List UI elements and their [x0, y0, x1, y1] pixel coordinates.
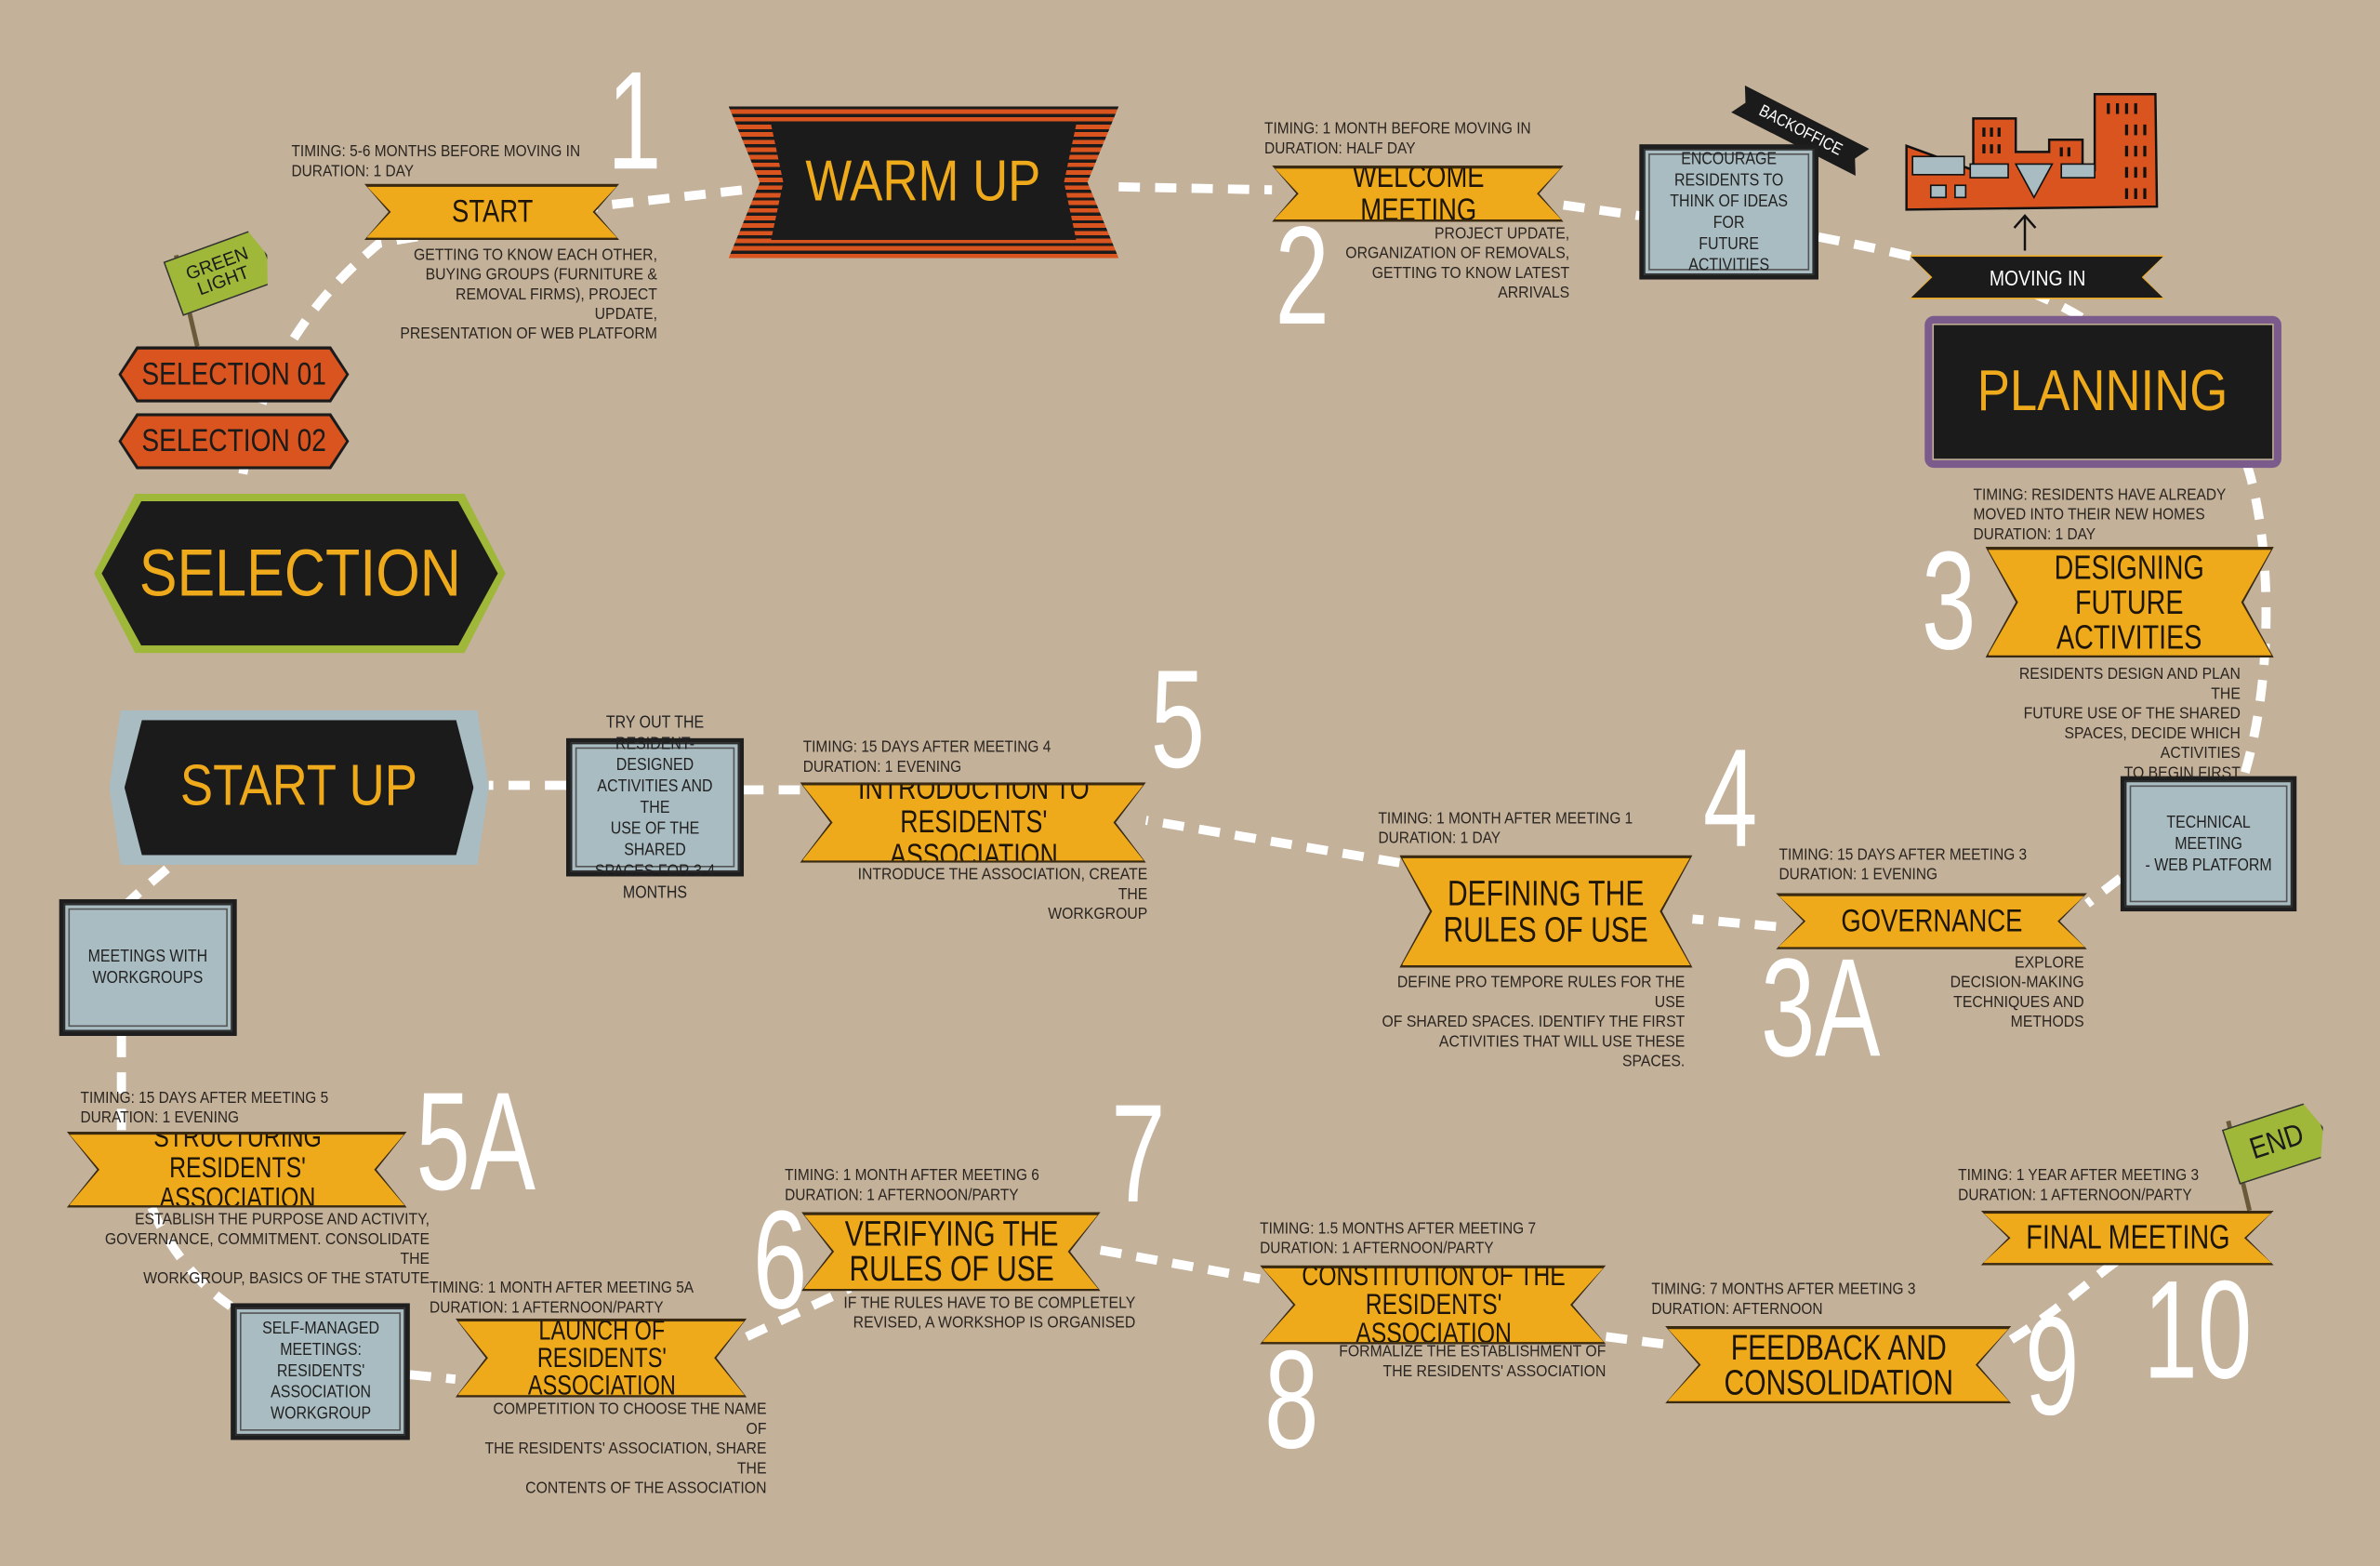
note-encourage-text: ENCOURAGE RESIDENTS TO THINK OF IDEAS FO…: [1670, 149, 1789, 274]
meeting-6-number: 6: [752, 1183, 808, 1339]
meeting-6-ribbon: LAUNCH OF RESIDENTS' ASSOCIATION: [456, 1319, 747, 1398]
meeting-3-title: DESIGNING FUTURE ACTIVITIES: [2055, 548, 2205, 657]
meeting-4-title: DEFINING THE RULES OF USE: [1443, 873, 1649, 949]
meeting-5a-ribbon: STRUCTURING RESIDENTS' ASSOCIATION: [67, 1132, 407, 1208]
meeting-2-timing: TIMING: 1 MONTH BEFORE MOVING IN DURATIO…: [1264, 120, 1531, 158]
meeting-6-timing: TIMING: 1 MONTH AFTER MEETING 5A DURATIO…: [430, 1279, 694, 1318]
meeting-5-title: INTRODUCTION TO RESIDENTS' ASSOCIATION: [857, 770, 1089, 873]
meeting-6-title: LAUNCH OF RESIDENTS' ASSOCIATION: [527, 1315, 676, 1400]
phase-planning: PLANNING: [1924, 315, 2281, 469]
meeting-1-description: GETTING TO KNOW EACH OTHER, BUYING GROUP…: [400, 246, 657, 344]
meeting-2-description: PROJECT UPDATE, ORGANIZATION OF REMOVALS…: [1345, 224, 1570, 303]
meeting-8-title: CONSTITUTION OF THE RESIDENTS' ASSOCIATI…: [1301, 1259, 1566, 1350]
meeting-8-ribbon: CONSTITUTION OF THE RESIDENTS' ASSOCIATI…: [1260, 1266, 1606, 1345]
note-encourage: ENCOURAGE RESIDENTS TO THINK OF IDEAS FO…: [1639, 144, 1818, 280]
note-technical-meeting: TECHNICAL MEETING - WEB PLATFORM: [2120, 776, 2297, 912]
meeting-7-number: 7: [1111, 1077, 1166, 1232]
meeting-2-ribbon: WELCOME MEETING: [1272, 166, 1563, 221]
meeting-7-title: VERIFYING THE RULES OF USE: [843, 1214, 1058, 1289]
note-workgroups: MEETINGS WITH WORKGROUPS: [59, 898, 237, 1036]
meeting-8-number: 8: [1264, 1322, 1319, 1479]
meeting-3a-title: GOVERNANCE: [1841, 903, 2023, 938]
meeting-2-title: WELCOME MEETING: [1352, 158, 1484, 228]
meeting-3a-description: EXPLORE DECISION-MAKING TECHNIQUES AND M…: [1950, 953, 2084, 1032]
note-self-managed: SELF-MANAGED MEETINGS: RESIDENTS' ASSOCI…: [231, 1303, 410, 1440]
moving-in-banner: MOVING IN: [1910, 255, 2164, 299]
meeting-1-ribbon: START: [364, 184, 619, 240]
meeting-2-number: 2: [1275, 198, 1329, 354]
moving-in-label: MOVING IN: [1989, 265, 2085, 290]
phase-warm-up: WARM UP: [728, 106, 1119, 259]
note-workgroups-text: MEETINGS WITH WORKGROUPS: [87, 948, 208, 988]
meeting-5a-title: STRUCTURING RESIDENTS' ASSOCIATION: [152, 1122, 322, 1215]
meeting-6-description: COMPETITION TO CHOOSE THE NAME OF THE RE…: [484, 1400, 767, 1498]
building-icon: [1905, 93, 2159, 211]
meeting-7-description: IF THE RULES HAVE TO BE COMPLETELY REVIS…: [843, 1294, 1136, 1333]
phase-start-up-label: START UP: [180, 754, 418, 819]
meeting-1-number: 1: [607, 44, 662, 199]
note-technical-text: TECHNICAL MEETING - WEB PLATFORM: [2145, 813, 2272, 875]
meeting-7-ribbon: VERIFYING THE RULES OF USE: [801, 1212, 1101, 1291]
meeting-3-description: RESIDENTS DESIGN AND PLAN THE FUTURE USE…: [2018, 665, 2241, 783]
meeting-5a-description: ESTABLISH THE PURPOSE AND ACTIVITY, GOVE…: [104, 1210, 430, 1289]
meeting-9-ribbon: FEEDBACK AND CONSOLIDATION: [1665, 1326, 2011, 1403]
green-light-flag-label: GREEN LIGHT: [182, 242, 253, 300]
meeting-8-description: FORMALIZE THE ESTABLISHMENT OF THE RESID…: [1339, 1342, 1606, 1381]
phase-planning-label: PLANNING: [1977, 359, 2228, 423]
selection-02-tag: SELECTION 02: [118, 413, 349, 469]
meeting-5-ribbon: INTRODUCTION TO RESIDENTS' ASSOCIATION: [800, 782, 1145, 863]
note-try-out: TRY OUT THE RESIDENT-DESIGNED ACTIVITIES…: [565, 713, 745, 901]
selection-01-label: SELECTION 01: [141, 356, 326, 392]
meeting-7-timing: TIMING: 1 MONTH AFTER MEETING 6 DURATION…: [785, 1166, 1039, 1205]
meeting-5a-timing: TIMING: 15 DAYS AFTER MEETING 5 DURATION…: [80, 1089, 329, 1127]
meeting-3a-timing: TIMING: 15 DAYS AFTER MEETING 3 DURATION…: [1778, 845, 2028, 884]
meeting-1-timing: TIMING: 5-6 MONTHS BEFORE MOVING IN DURA…: [291, 142, 581, 181]
meeting-1-title: START: [451, 193, 533, 229]
note-try-out-text: TRY OUT THE RESIDENT-DESIGNED ACTIVITIES…: [594, 712, 716, 902]
meeting-5-description: INTRODUCE THE ASSOCIATION, CREATE THE WO…: [857, 866, 1148, 924]
meeting-10-number: 10: [2143, 1253, 2253, 1409]
note-self-managed-text: SELF-MANAGED MEETINGS: RESIDENTS' ASSOCI…: [261, 1320, 379, 1424]
meeting-3a-number: 3A: [1760, 931, 1881, 1086]
meeting-4-ribbon: DEFINING THE RULES OF USE: [1399, 856, 1692, 968]
meeting-3-ribbon: DESIGNING FUTURE ACTIVITIES: [1986, 547, 2274, 657]
meeting-9-title: FEEDBACK AND CONSOLIDATION: [1723, 1326, 1953, 1401]
phase-selection-label: SELECTION: [139, 535, 461, 610]
phase-selection: SELECTION: [94, 493, 506, 654]
meeting-9-timing: TIMING: 7 MONTHS AFTER MEETING 3 DURATIO…: [1651, 1280, 1916, 1319]
meeting-5a-number: 5A: [416, 1065, 536, 1220]
meeting-4-number: 4: [1702, 721, 1758, 877]
meeting-3a-ribbon: GOVERNANCE: [1776, 893, 2087, 949]
meeting-10-ribbon: FINAL MEETING: [1981, 1211, 2274, 1266]
meeting-8-timing: TIMING: 1.5 MONTHS AFTER MEETING 7 DURAT…: [1260, 1219, 1537, 1258]
meeting-5-timing: TIMING: 15 DAYS AFTER MEETING 4 DURATION…: [802, 737, 1051, 776]
meeting-10-timing: TIMING: 1 YEAR AFTER MEETING 3 DURATION:…: [1958, 1166, 2200, 1205]
meeting-5-number: 5: [1150, 642, 1206, 798]
phase-warm-up-label: WARM UP: [806, 149, 1041, 214]
meeting-10-title: FINAL MEETING: [2025, 1217, 2229, 1256]
meeting-4-description: DEFINE PRO TEMPORE RULES FOR THE USE OF …: [1382, 974, 1686, 1071]
selection-02-label: SELECTION 02: [141, 422, 326, 458]
selection-01-tag: SELECTION 01: [118, 346, 349, 402]
meeting-3-number: 3: [1921, 524, 1977, 680]
meeting-9-number: 9: [2025, 1289, 2080, 1445]
phase-start-up: START UP: [109, 710, 489, 865]
meeting-4-timing: TIMING: 1 MONTH AFTER MEETING 1 DURATION…: [1378, 809, 1633, 848]
meeting-3-timing: TIMING: RESIDENTS HAVE ALREADY MOVED INT…: [1973, 485, 2227, 544]
end-flag-label: END: [2245, 1117, 2308, 1166]
